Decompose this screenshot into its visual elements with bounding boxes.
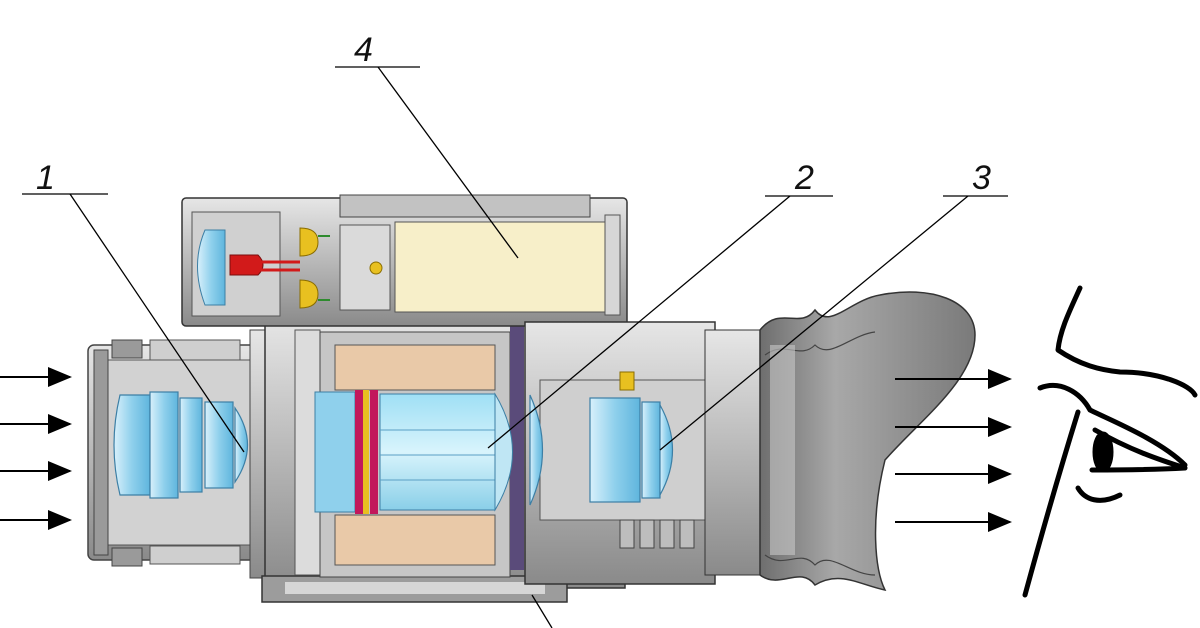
ir-illuminator-lens xyxy=(197,229,226,306)
callout-label-power-supply: 4 xyxy=(354,31,373,69)
incoming-light-rays xyxy=(0,367,72,530)
callout-label-objective: 1 xyxy=(36,159,55,197)
image-intensifier-tube xyxy=(314,344,513,566)
outgoing-light-rays xyxy=(895,369,1012,532)
ir-led-icon xyxy=(229,254,300,276)
battery-contacts xyxy=(299,227,330,309)
callout-label-intensifier: 2 xyxy=(794,159,814,197)
callouts xyxy=(22,66,1008,453)
eye-sketch-icon xyxy=(1022,285,1198,598)
callout-label-eyepiece: 3 xyxy=(972,159,991,197)
objective-lens-assembly xyxy=(87,329,293,579)
tube-insulation-bottom xyxy=(334,514,496,566)
tube-insulation-top xyxy=(334,344,496,391)
objective-lens-elements xyxy=(113,391,249,499)
power-supply-compartment xyxy=(181,194,628,327)
bottom-leader-line xyxy=(531,594,553,628)
eyepiece-assembly xyxy=(524,321,766,585)
rubber-eyecup xyxy=(759,291,976,592)
battery xyxy=(394,221,606,313)
